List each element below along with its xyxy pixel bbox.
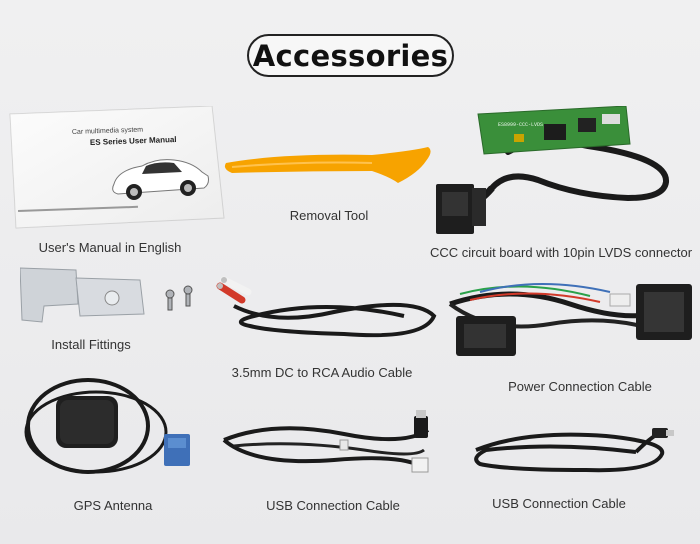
manual-subtitle: Car multimedia system xyxy=(72,127,144,136)
gps-antenna-image xyxy=(18,372,196,480)
caption-power-cable: Power Connection Cable xyxy=(508,379,652,394)
usb-cable-1-image xyxy=(214,410,450,480)
car-illustration xyxy=(112,159,209,200)
caption-usb-cable-1: USB Connection Cable xyxy=(266,498,400,513)
caption-user-manual: User's Manual in English xyxy=(38,240,182,255)
usb-cable-2-image xyxy=(466,426,678,482)
caption-install-fittings: Install Fittings xyxy=(51,337,131,352)
caption-audio-cable: 3.5mm DC to RCA Audio Cable xyxy=(231,365,413,380)
ccc-board-image: ES8999-CCC-LVDS xyxy=(428,106,690,242)
page-title: Accessories xyxy=(247,34,454,77)
caption-gps-antenna: GPS Antenna xyxy=(73,498,153,513)
install-fittings-image xyxy=(20,266,206,326)
board-silkscreen: ES8999-CCC-LVDS xyxy=(498,122,543,128)
power-cable-image xyxy=(430,274,698,374)
caption-usb-cable-2: USB Connection Cable xyxy=(492,496,626,511)
removal-tool-image xyxy=(222,143,436,187)
caption-ccc-board: CCC circuit board with 10pin LVDS connec… xyxy=(429,245,693,260)
manual-title: ES Series User Manual xyxy=(90,135,177,147)
caption-removal-tool: Removal Tool xyxy=(289,208,369,223)
user-manual-image: Car multimedia system ES Series User Man… xyxy=(6,106,226,230)
audio-cable-image xyxy=(214,276,444,354)
